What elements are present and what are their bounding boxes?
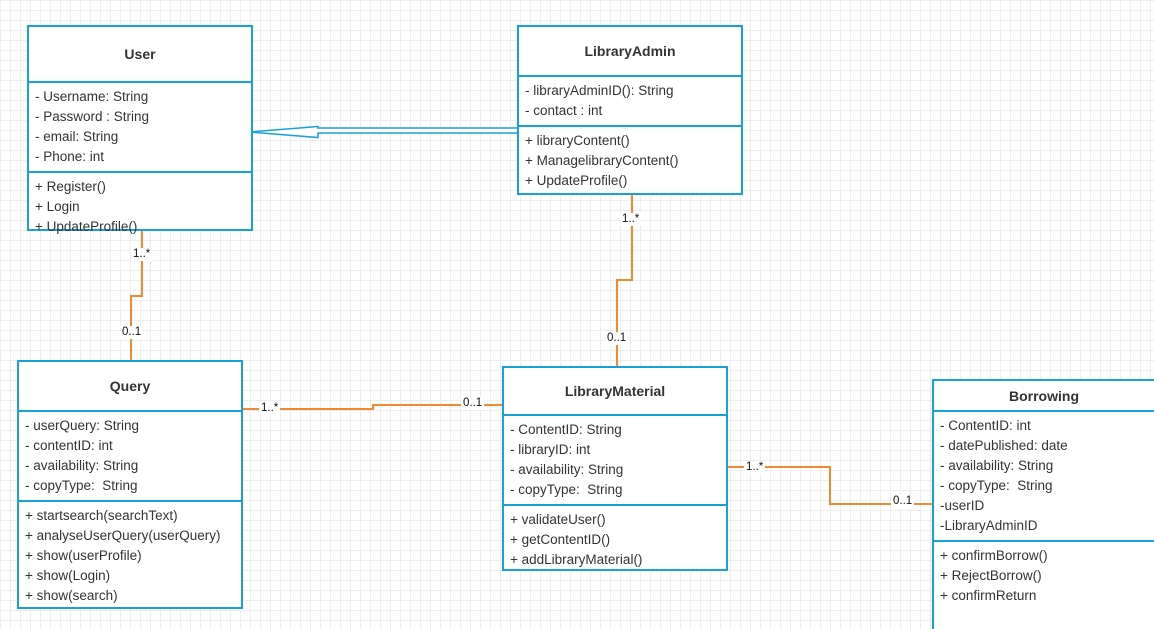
operation: + ManagelibraryContent()	[525, 153, 679, 168]
operation: + analyseUserQuery(userQuery)	[25, 528, 221, 543]
class-library-material[interactable]: LibraryMaterial - ContentID: String - li…	[502, 366, 728, 571]
association-query-material[interactable]	[243, 404, 502, 410]
attribute: - availability: String	[940, 458, 1054, 473]
attribute: - libraryID: int	[510, 442, 591, 457]
attribute: - contact : int	[525, 103, 603, 118]
class-library-material-attributes: - ContentID: String - libraryID: int - a…	[504, 416, 726, 506]
class-user-operations: + Register() + Login + UpdateProfile()	[29, 173, 251, 241]
class-library-material-operations: + validateUser() + getContentID() + addL…	[504, 506, 726, 574]
attribute: - Password : String	[35, 109, 150, 124]
attribute: - libraryAdminID(): String	[525, 83, 674, 98]
operation: + libraryContent()	[525, 133, 630, 148]
multiplicity-label: 0..1	[461, 397, 485, 410]
operation: + Login	[35, 199, 80, 214]
multiplicity-label: 0..1	[605, 332, 629, 345]
association-material-borrowing[interactable]	[728, 466, 933, 505]
class-library-admin-name: LibraryAdmin	[519, 27, 741, 77]
attribute: - Phone: int	[35, 149, 105, 164]
operation: + UpdateProfile()	[35, 219, 138, 234]
class-library-material-name: LibraryMaterial	[504, 368, 726, 416]
class-borrowing-attributes: - ContentID: int - datePublished: date -…	[934, 412, 1154, 542]
operation: + show(Login)	[25, 568, 111, 583]
operation: + Register()	[35, 179, 106, 194]
operation: + startsearch(searchText)	[25, 508, 178, 523]
attribute: -LibraryAdminID	[940, 518, 1038, 533]
attribute: - Username: String	[35, 89, 149, 104]
association-admin-material[interactable]	[616, 195, 633, 367]
attribute: - availability: String	[25, 458, 139, 473]
attribute: - copyType: String	[940, 478, 1053, 493]
operation: + validateUser()	[510, 512, 606, 527]
class-borrowing-name: Borrowing	[934, 381, 1154, 412]
multiplicity-label: 0..1	[120, 326, 144, 339]
multiplicity-label: 0..1	[891, 495, 915, 508]
multiplicity-label: 1..*	[131, 248, 153, 261]
class-query-attributes: - userQuery: String - contentID: int - a…	[19, 412, 241, 502]
class-query-operations: + startsearch(searchText) + analyseUserQ…	[19, 502, 241, 610]
class-borrowing[interactable]: Borrowing - ContentID: int - datePublish…	[932, 379, 1154, 629]
class-user[interactable]: User - Username: String - Password : Str…	[27, 25, 253, 234]
class-borrowing-operations: + confirmBorrow() + RejectBorrow() + con…	[934, 542, 1154, 610]
class-user-attributes: - Username: String - Password : String -…	[29, 83, 251, 173]
attribute: - datePublished: date	[940, 438, 1068, 453]
class-library-admin-operations: + libraryContent() + ManagelibraryConten…	[519, 127, 741, 195]
class-user-name: User	[29, 27, 251, 83]
attribute: - copyType: String	[25, 478, 138, 493]
attribute: - ContentID: String	[510, 422, 622, 437]
attribute: - availability: String	[510, 462, 624, 477]
operation: + show(search)	[25, 588, 118, 603]
attribute: -userID	[940, 498, 985, 513]
operation: + getContentID()	[510, 532, 611, 547]
attribute: - userQuery: String	[25, 418, 140, 433]
operation: + RejectBorrow()	[940, 568, 1042, 583]
class-library-admin-attributes: - libraryAdminID(): String - contact : i…	[519, 77, 741, 127]
operation: + confirmReturn	[940, 588, 1037, 603]
operation: + show(userProfile)	[25, 548, 142, 563]
attribute: - email: String	[35, 129, 119, 144]
multiplicity-label: 1..*	[620, 213, 642, 226]
operation: + addLibraryMaterial()	[510, 552, 643, 567]
multiplicity-label: 1..*	[259, 402, 281, 415]
attribute: - copyType: String	[510, 482, 623, 497]
class-query[interactable]: Query - userQuery: String - contentID: i…	[17, 360, 243, 609]
generalization-connector[interactable]	[249, 125, 518, 139]
operation: + UpdateProfile()	[525, 173, 628, 188]
attribute: - ContentID: int	[940, 418, 1031, 433]
multiplicity-label: 1..*	[744, 461, 766, 474]
class-library-admin[interactable]: LibraryAdmin - libraryAdminID(): String …	[517, 25, 743, 195]
attribute: - contentID: int	[25, 438, 113, 453]
class-query-name: Query	[19, 362, 241, 412]
operation: + confirmBorrow()	[940, 548, 1048, 563]
